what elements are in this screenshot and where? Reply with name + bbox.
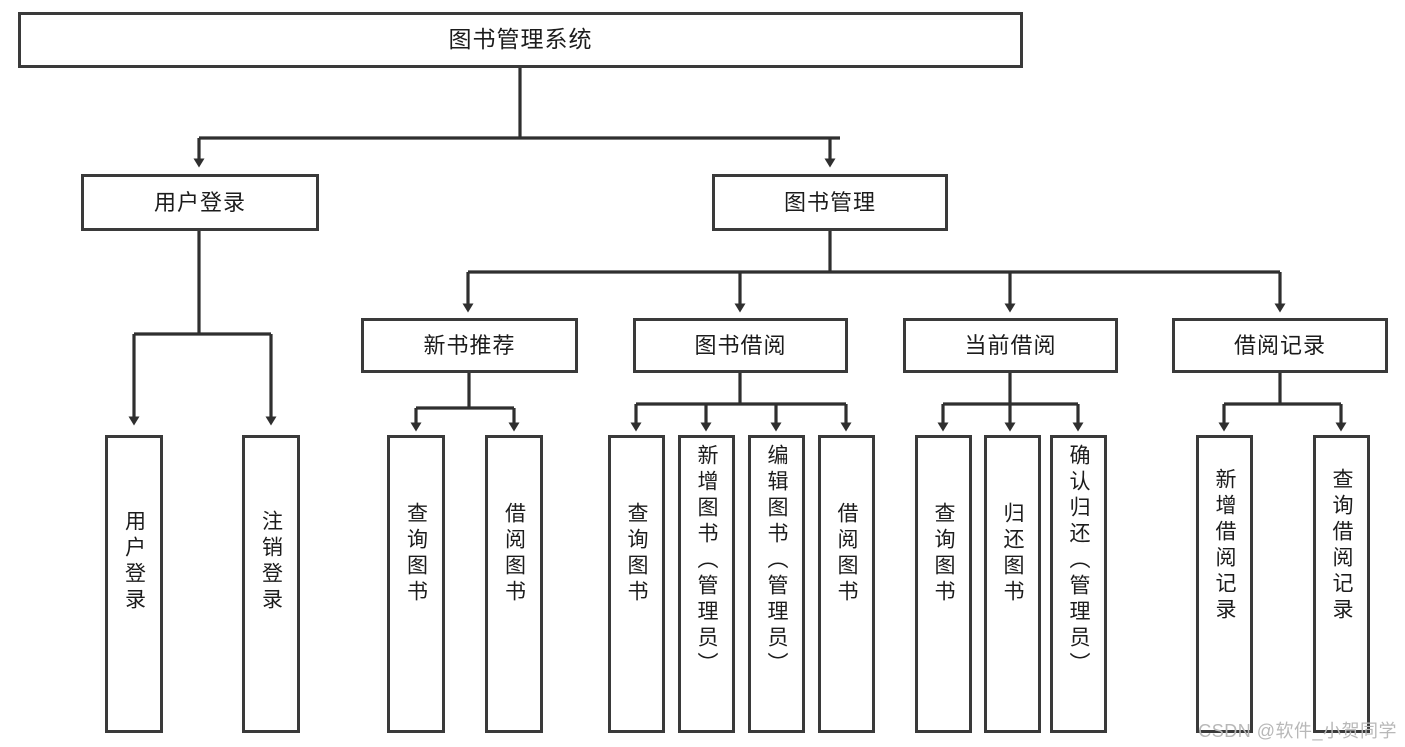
node-book-borrow[interactable]: 图书借阅 [633,318,848,373]
node-borrow-record-label: 借阅记录 [1233,332,1326,358]
node-leaf-add-record[interactable]: 新增借阅记录 [1196,435,1253,733]
node-current-borrow-label: 当前借阅 [964,332,1057,358]
node-leaf-confirm-return[interactable]: 确认归还（管理员） [1050,435,1107,733]
node-book-borrow-label: 图书借阅 [694,332,787,358]
node-user-login-label: 用户登录 [153,189,246,215]
node-new-book-recommend-label: 新书推荐 [423,332,516,358]
node-leaf-confirm-return-label: 确认归还（管理员） [1067,444,1090,678]
node-root-label: 图书管理系统 [448,26,593,53]
node-leaf-query-book-3-label: 查询图书 [932,502,955,606]
node-leaf-query-book-2-label: 查询图书 [625,502,648,606]
node-leaf-borrow-book-2-label: 借阅图书 [835,502,858,606]
node-current-borrow[interactable]: 当前借阅 [903,318,1118,373]
watermark: CSDN @软件_小贺同学 [1198,721,1397,741]
node-leaf-user-logout[interactable]: 注销登录 [242,435,300,733]
node-leaf-query-record-label: 查询借阅记录 [1330,468,1353,624]
node-leaf-query-book-3[interactable]: 查询图书 [915,435,972,733]
node-leaf-add-book-label: 新增图书（管理员） [695,444,718,678]
node-borrow-record[interactable]: 借阅记录 [1172,318,1388,373]
node-leaf-user-login[interactable]: 用户登录 [105,435,163,733]
node-leaf-add-book[interactable]: 新增图书（管理员） [678,435,735,733]
node-leaf-query-book-2[interactable]: 查询图书 [608,435,665,733]
node-leaf-add-record-label: 新增借阅记录 [1213,468,1236,624]
node-leaf-borrow-book-2[interactable]: 借阅图书 [818,435,875,733]
node-leaf-borrow-book-1[interactable]: 借阅图书 [485,435,543,733]
node-leaf-edit-book[interactable]: 编辑图书（管理员） [748,435,805,733]
node-book-manage[interactable]: 图书管理 [712,174,948,231]
node-user-login[interactable]: 用户登录 [81,174,319,231]
node-new-book-recommend[interactable]: 新书推荐 [361,318,578,373]
node-leaf-return-book[interactable]: 归还图书 [984,435,1041,733]
node-book-manage-label: 图书管理 [783,189,876,215]
node-leaf-query-record[interactable]: 查询借阅记录 [1313,435,1370,733]
node-root[interactable]: 图书管理系统 [18,12,1023,68]
node-leaf-return-book-label: 归还图书 [1001,502,1024,606]
node-leaf-edit-book-label: 编辑图书（管理员） [765,444,788,678]
node-leaf-borrow-book-1-label: 借阅图书 [502,502,526,606]
node-leaf-user-logout-label: 注销登录 [259,510,283,614]
node-leaf-query-book-1-label: 查询图书 [404,502,428,606]
node-leaf-query-book-1[interactable]: 查询图书 [387,435,445,733]
node-leaf-user-login-label: 用户登录 [122,510,146,614]
